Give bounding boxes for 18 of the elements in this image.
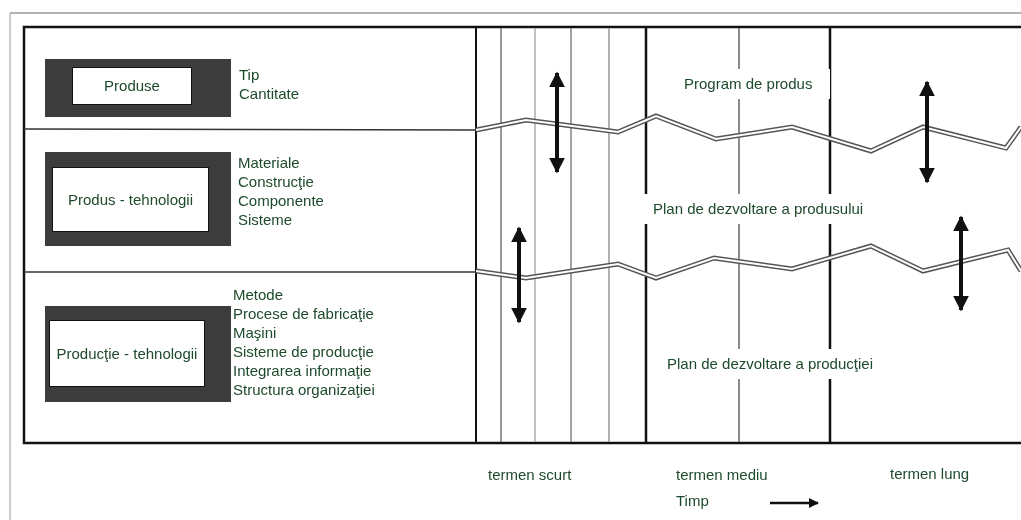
attribute-text: Sisteme	[238, 211, 293, 228]
attribute-text: Integrarea informaţie	[233, 362, 372, 379]
attribute-text: Maşini	[233, 324, 277, 341]
category-label: Produse	[72, 67, 192, 105]
attribute-text: Construcţie	[238, 173, 314, 190]
attribute-text: Metode	[233, 286, 284, 303]
attribute-text: Structura organizaţiei	[233, 381, 375, 398]
category-label: Produs - tehnologii	[52, 167, 209, 232]
attribute-text: Procese de fabricaţie	[233, 305, 374, 322]
attribute-text: Materiale	[238, 154, 300, 171]
category-box	[45, 306, 231, 402]
attribute-text: Tip	[239, 66, 260, 83]
category-box	[45, 152, 231, 246]
attribute-text: Componente	[238, 192, 324, 209]
attribute-text: Cantitate	[239, 85, 300, 102]
attribute-text: Sisteme de producţie	[233, 343, 374, 360]
category-label: Producţie - tehnologii	[49, 320, 205, 387]
category-box	[45, 59, 231, 117]
